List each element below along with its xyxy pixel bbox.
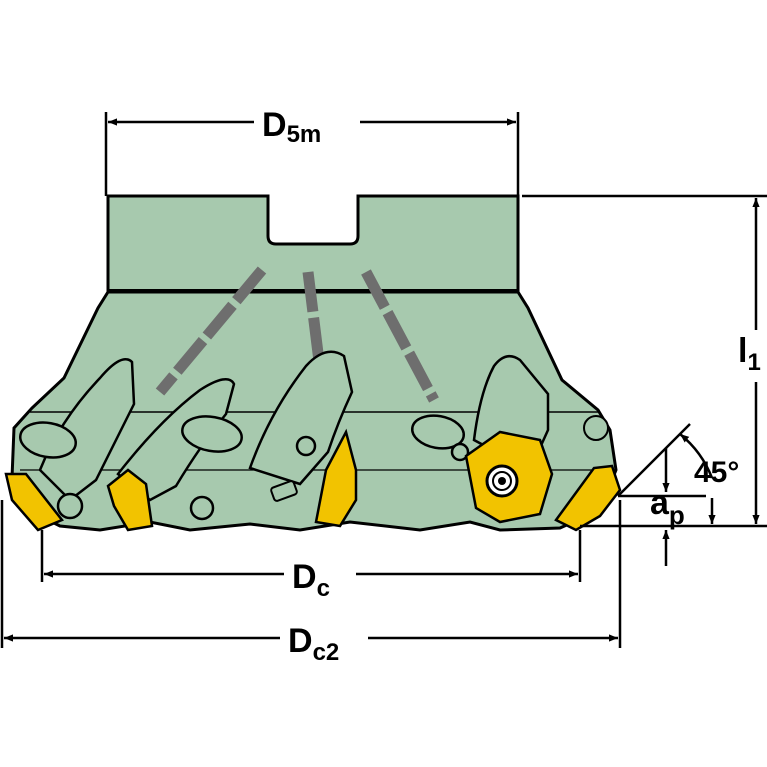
screw-hole-2 bbox=[295, 435, 317, 457]
insert-right-edge bbox=[554, 464, 622, 532]
wedge-1 bbox=[19, 421, 77, 459]
cutting-inserts bbox=[4, 428, 622, 532]
wedge-2 bbox=[181, 415, 243, 453]
coolant-channel-right bbox=[361, 269, 439, 403]
label-l1: l1 bbox=[738, 332, 761, 376]
insert-2 bbox=[106, 468, 154, 532]
chip-pocket-2 bbox=[116, 377, 236, 502]
coolant-channel-left bbox=[155, 266, 267, 396]
angle-arc-upper bbox=[679, 433, 714, 479]
screw-hole-4 bbox=[450, 442, 470, 462]
dimension-lines bbox=[0, 112, 767, 648]
angle-chamfer-line bbox=[617, 423, 691, 497]
label-dc2: Dc2 bbox=[288, 622, 339, 666]
wedge-4 bbox=[583, 415, 609, 441]
cutter-body bbox=[4, 194, 622, 532]
chip-pockets bbox=[19, 350, 609, 521]
cutter-hub bbox=[106, 194, 520, 294]
label-ap: ap bbox=[650, 484, 685, 530]
insert-left-edge bbox=[4, 472, 64, 532]
label-dc: Dc bbox=[292, 558, 330, 602]
chip-pocket-3 bbox=[248, 350, 354, 486]
label-d5m: D5m bbox=[262, 106, 321, 148]
chip-pocket-1 bbox=[38, 358, 136, 502]
insert-3 bbox=[314, 428, 358, 528]
clamp-pin bbox=[270, 480, 298, 502]
wedge-3 bbox=[410, 414, 466, 450]
dimension-labels: D5m l1 45° ap Dc Dc2 bbox=[262, 106, 761, 666]
screw-hole-3 bbox=[189, 495, 215, 521]
label-angle: 45° bbox=[694, 456, 739, 489]
screw-hole-1 bbox=[56, 492, 84, 520]
insert-screw-icon bbox=[485, 464, 519, 498]
